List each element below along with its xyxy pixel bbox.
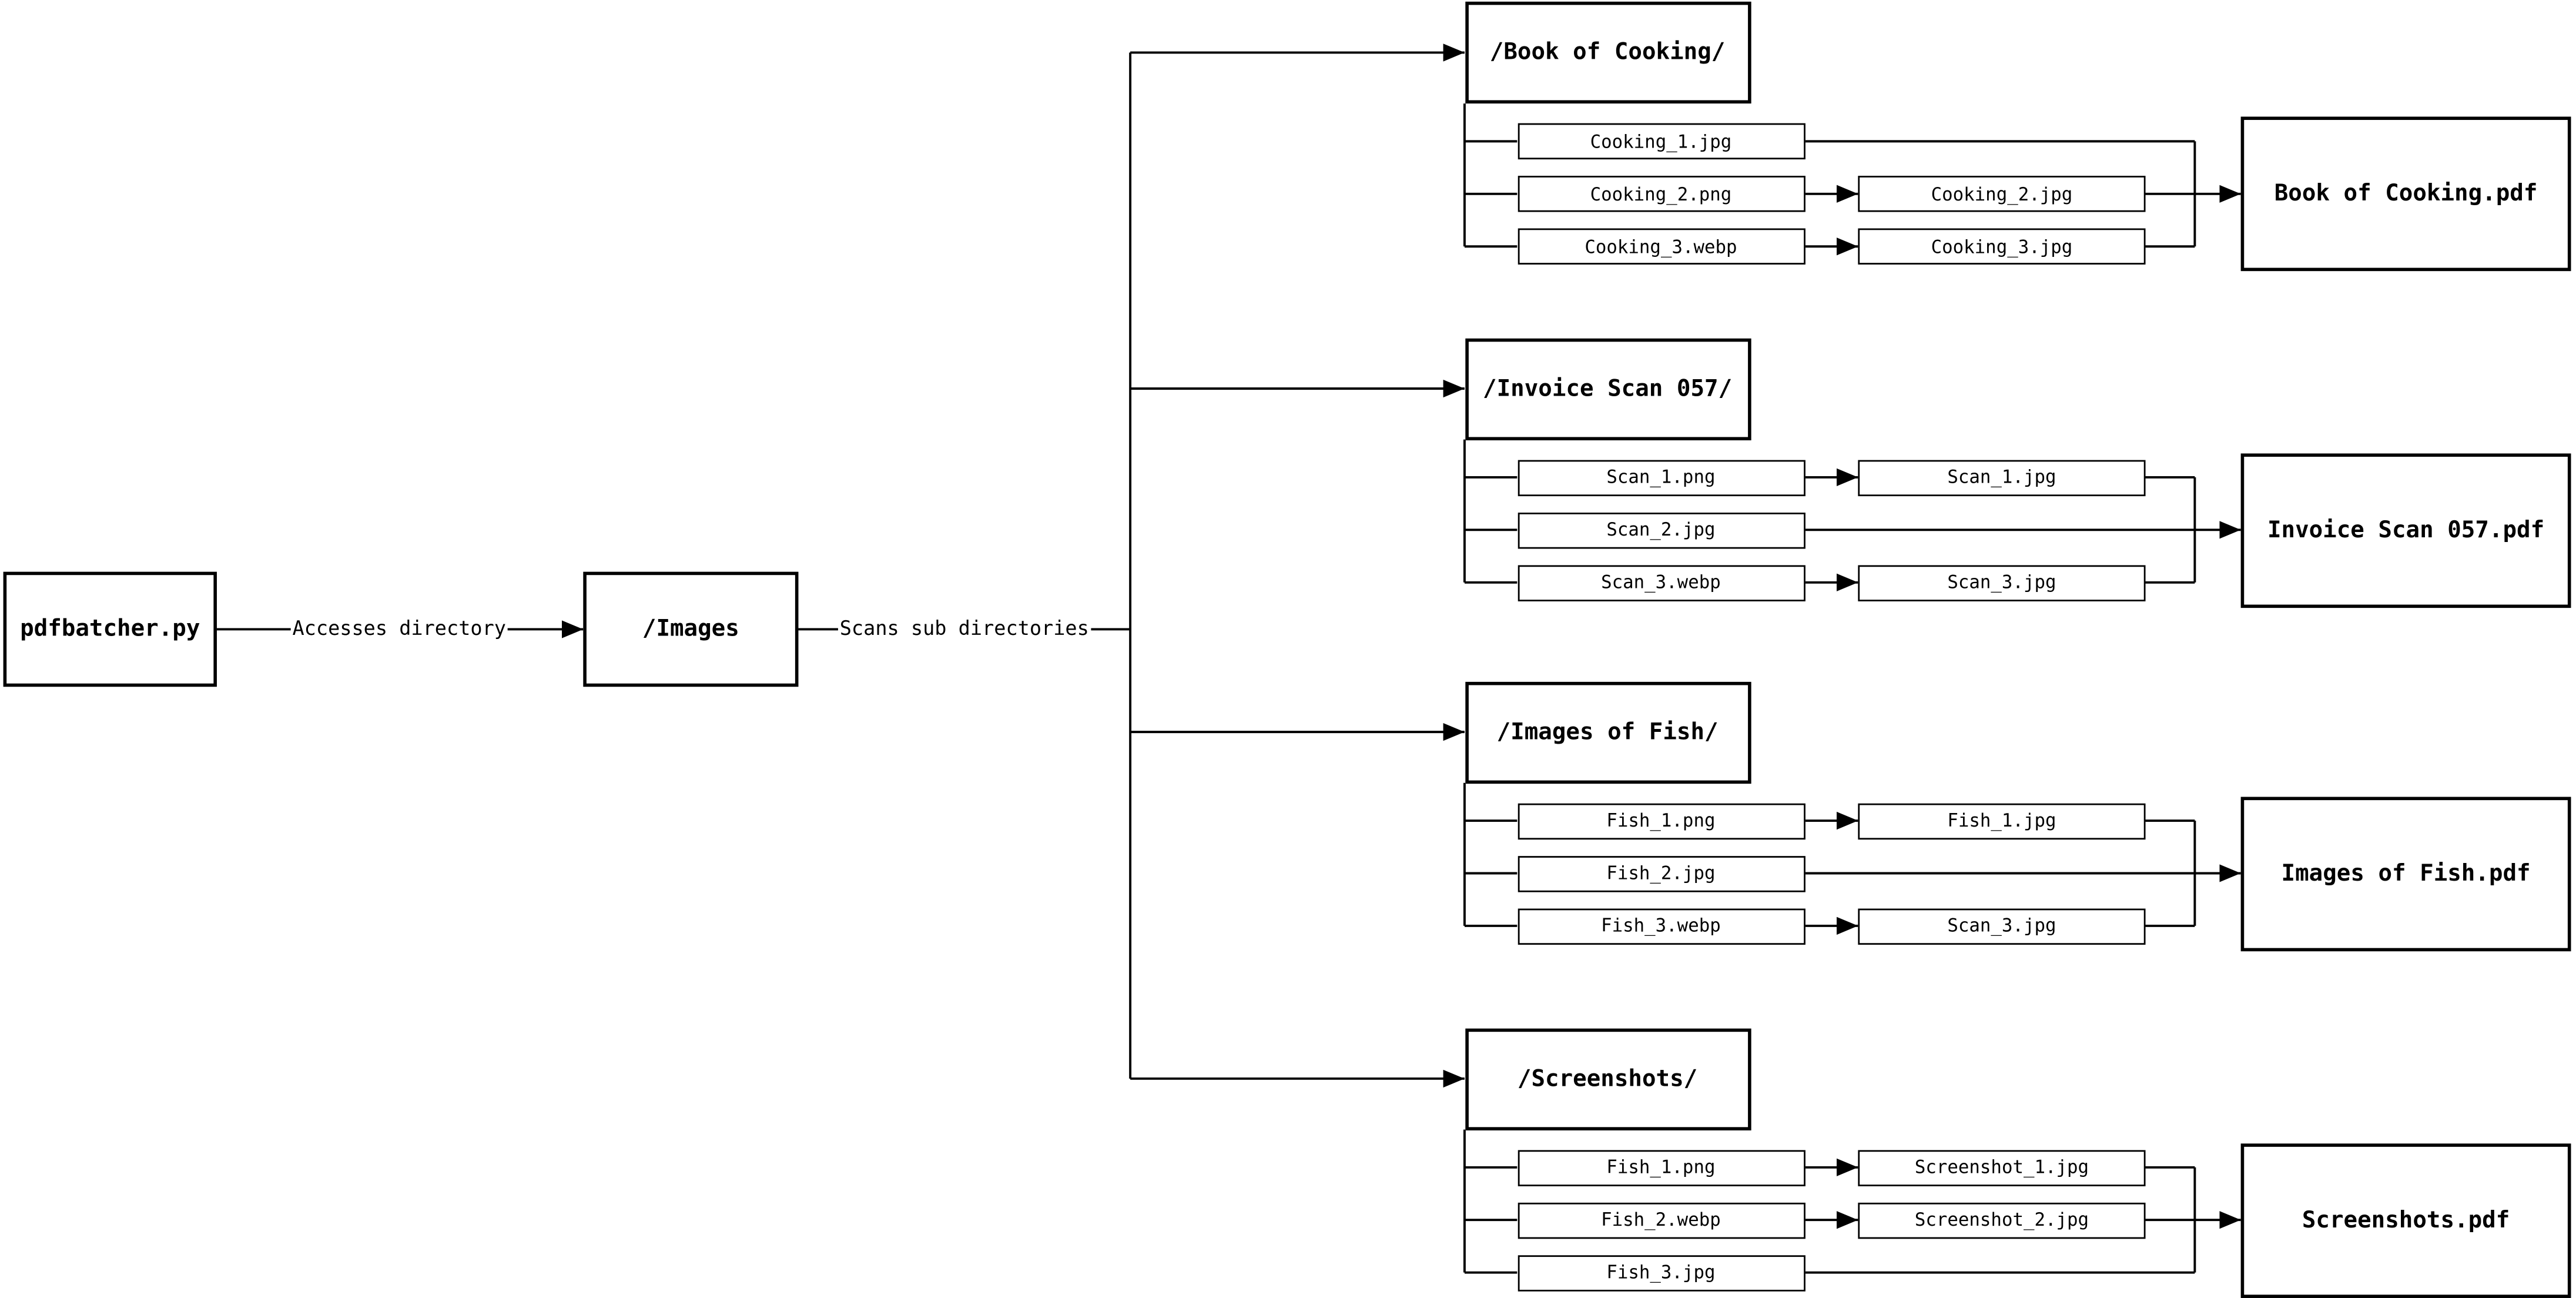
subdir-node-invoice-scan-057: /Invoice Scan 057/: [1464, 337, 1751, 440]
converted-file-node: Scan_3.jpg: [1858, 564, 2146, 601]
pdf-node-invoice-scan-057: Invoice Scan 057.pdf: [2240, 452, 2571, 607]
converted-file-node: Screenshot_1.jpg: [1858, 1149, 2146, 1186]
source-file-node: Fish_3.webp: [1517, 908, 1805, 944]
source-file-node: Scan_2.jpg: [1517, 511, 1805, 548]
converted-file-node: Fish_1.jpg: [1858, 802, 2146, 839]
pdf-node-screenshots: Screenshots.pdf: [2240, 1142, 2571, 1297]
source-file-node: Fish_2.webp: [1517, 1202, 1805, 1238]
converted-file-node: Scan_3.jpg: [1858, 908, 2146, 944]
invoice-left-connector: [1463, 439, 1518, 584]
converted-file-node: Screenshot_2.jpg: [1858, 1202, 2146, 1238]
source-file-node: Scan_3.webp: [1517, 564, 1805, 601]
subdir-node-images-of-fish: /Images of Fish/: [1464, 681, 1751, 783]
fish-left-connector: [1463, 782, 1518, 927]
root-dir-node: /Images: [583, 571, 799, 687]
source-file-node: Cooking_1.jpg: [1517, 123, 1805, 160]
source-file-node: Cooking_3.webp: [1517, 228, 1805, 265]
source-file-node: Cooking_2.png: [1517, 176, 1805, 212]
source-file-node: Fish_3.jpg: [1517, 1254, 1805, 1291]
pdf-node-book-of-cooking: Book of Cooking.pdf: [2240, 116, 2571, 272]
edge-label-accesses-directory: Accesses directory: [290, 617, 508, 640]
script-node: pdfbatcher.py: [3, 571, 217, 687]
converted-file-node: Cooking_3.jpg: [1858, 228, 2146, 265]
edge-label-scans-sub-directories: Scans sub directories: [838, 617, 1091, 640]
converted-file-node: Cooking_2.jpg: [1858, 176, 2146, 212]
book-left-connector: [1463, 103, 1518, 248]
pdf-node-images-of-fish: Images of Fish.pdf: [2240, 796, 2571, 951]
source-file-node: Fish_1.png: [1517, 802, 1805, 839]
subdir-node-screenshots: /Screenshots/: [1464, 1028, 1751, 1130]
screenshots-left-connector: [1463, 1129, 1518, 1274]
source-file-node: Fish_2.jpg: [1517, 855, 1805, 892]
source-file-node: Scan_1.png: [1517, 459, 1805, 496]
source-file-node: Fish_1.png: [1517, 1149, 1805, 1186]
subdir-node-book-of-cooking: /Book of Cooking/: [1464, 1, 1751, 104]
converted-file-node: Scan_1.jpg: [1858, 459, 2146, 496]
